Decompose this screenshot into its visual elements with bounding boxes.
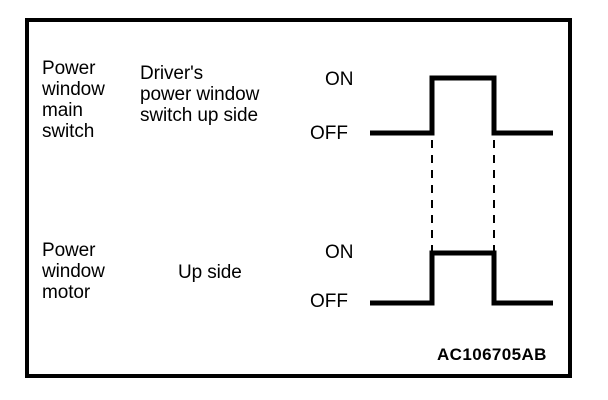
motor-signal-label: Up side — [178, 262, 242, 283]
part-number: AC106705AB — [437, 345, 547, 364]
motor-state-on-label: ON — [325, 242, 354, 263]
diagram-border — [25, 18, 572, 378]
switch-state-off-label: OFF — [310, 123, 348, 144]
switch-signal-label: Driver's power window switch up side — [140, 63, 260, 126]
motor-state-off-label: OFF — [310, 291, 348, 312]
motor-component-label: Power window motor — [42, 240, 105, 303]
switch-state-on-label: ON — [325, 69, 354, 90]
switch-component-label: Power window main switch — [42, 58, 105, 142]
